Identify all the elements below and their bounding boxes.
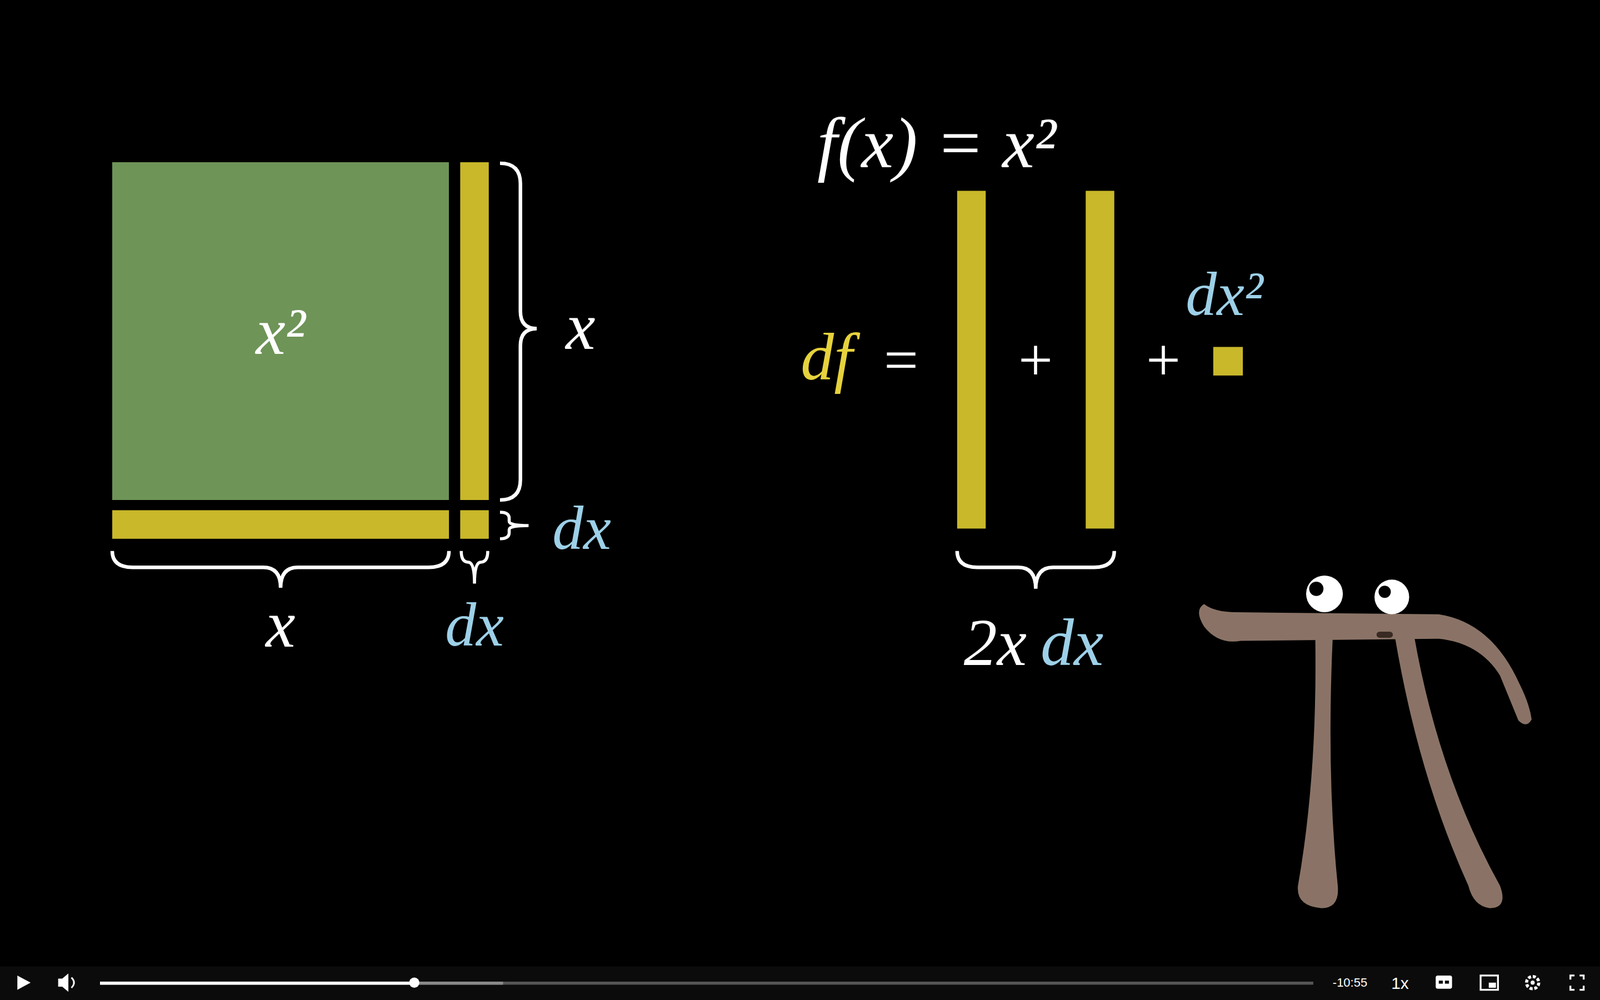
progress-knob bbox=[409, 977, 420, 988]
length-label: x bbox=[265, 591, 295, 658]
brace bbox=[500, 512, 529, 539]
area-label: x² bbox=[255, 298, 305, 365]
pi-leg bbox=[1395, 636, 1503, 909]
increment-label: dx bbox=[1040, 609, 1104, 677]
plus-sign: + bbox=[1018, 329, 1053, 391]
volume-wave bbox=[71, 977, 75, 988]
play-icon bbox=[17, 975, 31, 990]
area-square: x² bbox=[112, 162, 449, 500]
fullscreen-icon bbox=[1570, 975, 1584, 990]
brace bbox=[112, 551, 449, 588]
equals-sign: = bbox=[883, 329, 919, 391]
corner-square bbox=[460, 510, 489, 539]
square-term bbox=[1213, 346, 1243, 375]
playback-speed: 1x bbox=[1391, 975, 1409, 992]
pi-eye bbox=[1374, 579, 1409, 614]
brace bbox=[500, 163, 537, 500]
player-controls: -10:55 1x bbox=[0, 967, 1600, 1000]
captions-icon bbox=[1435, 975, 1452, 989]
pi-leg bbox=[1297, 638, 1338, 909]
progress-played bbox=[100, 981, 415, 985]
function-definition: f(x) = x² bbox=[817, 106, 1057, 179]
pi-body bbox=[1198, 603, 1532, 724]
pi-mouth bbox=[1376, 631, 1393, 638]
pi-pupil bbox=[1378, 585, 1391, 598]
bottom-strip bbox=[112, 510, 449, 539]
controls-ground bbox=[0, 966, 1600, 1000]
length-label: x bbox=[565, 293, 595, 360]
progress-track bbox=[100, 981, 1314, 985]
time-remaining: -10:55 bbox=[1332, 976, 1368, 989]
pi-creature bbox=[1198, 575, 1532, 909]
plus-sign: + bbox=[1146, 329, 1181, 391]
increment-label: dx bbox=[552, 496, 612, 559]
progress-buffered bbox=[100, 981, 504, 985]
coefficient-label: 2x bbox=[963, 609, 1027, 677]
pip-icon bbox=[1480, 975, 1498, 990]
strip-term bbox=[957, 190, 986, 529]
pip-inner bbox=[1488, 982, 1497, 988]
strip-term bbox=[1085, 190, 1114, 529]
volume-icon bbox=[58, 973, 69, 992]
differential-label: df bbox=[800, 323, 853, 391]
captions-mark bbox=[1438, 980, 1443, 984]
captions-mark bbox=[1445, 980, 1449, 984]
settings-hub bbox=[1530, 980, 1535, 985]
square-term-label: dx² bbox=[1185, 262, 1263, 325]
increment-label: dx bbox=[445, 593, 504, 656]
brace bbox=[957, 551, 1115, 589]
side-strip bbox=[460, 162, 489, 500]
pi-pupil bbox=[1309, 581, 1324, 597]
pi-eye bbox=[1306, 575, 1343, 613]
brace bbox=[461, 551, 488, 584]
settings-icon bbox=[1526, 976, 1539, 989]
